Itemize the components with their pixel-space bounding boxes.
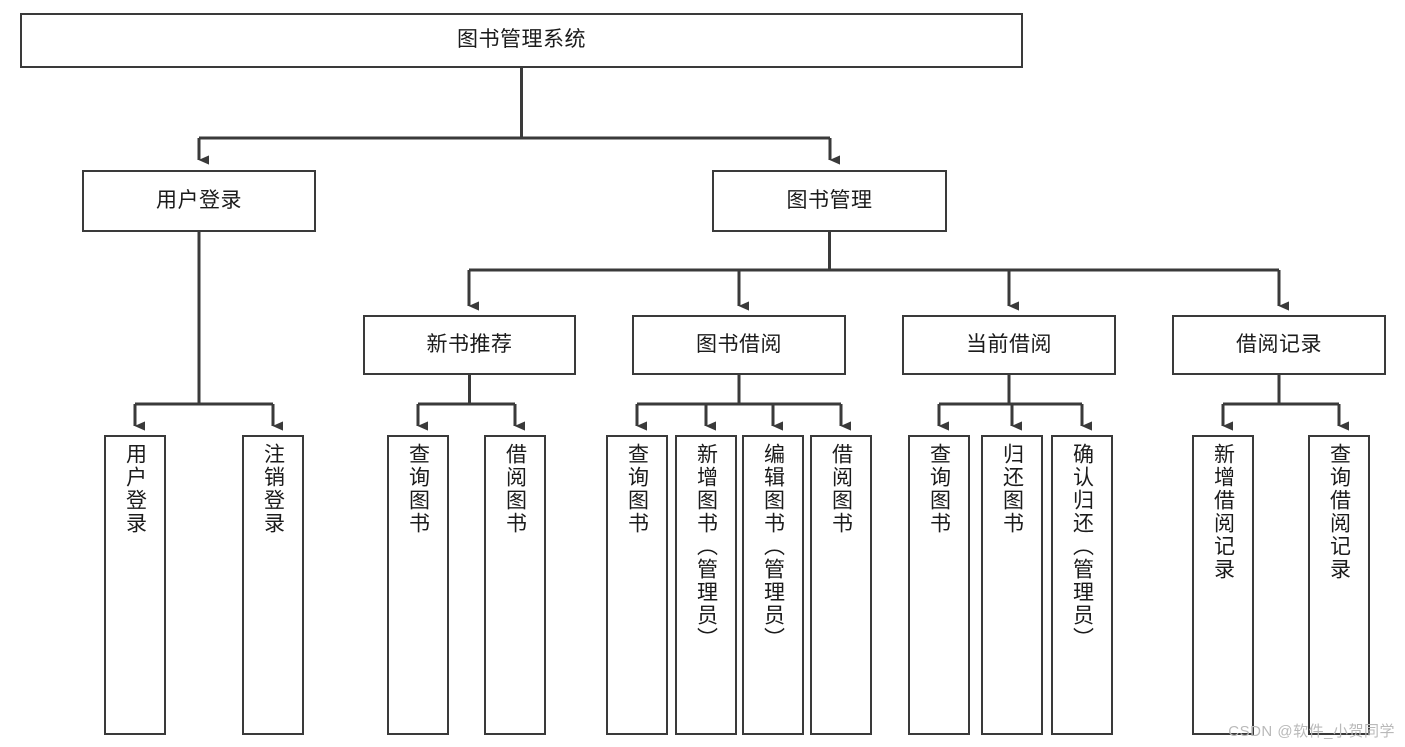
node-borrow-records[interactable]: 借阅记录 — [1172, 315, 1386, 375]
edge-group-user-login — [133, 232, 283, 431]
edge-group-current-borrow — [937, 375, 1092, 431]
node-leaf-query-book-borrow-label: 查询图书 — [625, 443, 649, 535]
node-leaf-borrow-book-label: 借阅图书 — [829, 443, 853, 535]
node-leaf-return-book-label: 归还图书 — [1000, 443, 1024, 535]
node-leaf-user-login[interactable]: 用户登录 — [104, 435, 166, 735]
node-root-system[interactable]: 图书管理系统 — [20, 13, 1023, 68]
node-book-borrow[interactable]: 图书借阅 — [632, 315, 846, 375]
node-leaf-add-book-admin[interactable]: 新增图书（管理员） — [675, 435, 737, 735]
node-leaf-query-book-borrow[interactable]: 查询图书 — [606, 435, 668, 735]
node-borrow-records-label: 借阅记录 — [1236, 332, 1322, 356]
node-leaf-user-login-label: 用户登录 — [123, 443, 147, 535]
node-root-label: 图书管理系统 — [457, 28, 586, 52]
node-leaf-user-logout[interactable]: 注销登录 — [242, 435, 304, 735]
edge-group-root — [197, 68, 840, 165]
edge-group-new-book-recommend — [416, 375, 525, 431]
node-leaf-add-book-admin-label: 新增图书（管理员） — [694, 443, 718, 650]
node-leaf-edit-book-admin-label: 编辑图书（管理员） — [761, 443, 785, 650]
node-leaf-query-borrow-record-label: 查询借阅记录 — [1327, 443, 1351, 581]
edge-group-borrow-records — [1221, 375, 1349, 431]
node-leaf-return-book[interactable]: 归还图书 — [981, 435, 1043, 735]
node-leaf-query-book-rec-label: 查询图书 — [406, 443, 430, 535]
node-new-book-recommend-label: 新书推荐 — [426, 332, 513, 356]
node-current-borrow-label: 当前借阅 — [966, 332, 1052, 356]
node-leaf-query-book-current[interactable]: 查询图书 — [908, 435, 970, 735]
node-leaf-add-borrow-record-label: 新增借阅记录 — [1211, 443, 1235, 581]
node-user-login[interactable]: 用户登录 — [82, 170, 316, 232]
node-book-management-label: 图书管理 — [786, 188, 873, 212]
node-leaf-confirm-return-admin[interactable]: 确认归还（管理员） — [1051, 435, 1113, 735]
node-leaf-query-borrow-record[interactable]: 查询借阅记录 — [1308, 435, 1370, 735]
node-leaf-edit-book-admin[interactable]: 编辑图书（管理员） — [742, 435, 804, 735]
node-book-borrow-label: 图书借阅 — [696, 332, 782, 356]
node-user-login-label: 用户登录 — [156, 188, 242, 212]
edge-group-book-borrow — [635, 375, 851, 431]
node-leaf-borrow-book-rec[interactable]: 借阅图书 — [484, 435, 546, 735]
node-current-borrow[interactable]: 当前借阅 — [902, 315, 1116, 375]
node-leaf-query-book-current-label: 查询图书 — [927, 443, 951, 535]
node-leaf-user-logout-label: 注销登录 — [261, 443, 285, 535]
node-leaf-borrow-book[interactable]: 借阅图书 — [810, 435, 872, 735]
node-leaf-add-borrow-record[interactable]: 新增借阅记录 — [1192, 435, 1254, 735]
node-new-book-recommend[interactable]: 新书推荐 — [363, 315, 576, 375]
node-leaf-borrow-book-rec-label: 借阅图书 — [503, 443, 527, 535]
node-leaf-confirm-return-admin-label: 确认归还（管理员） — [1070, 443, 1094, 650]
node-leaf-query-book-rec[interactable]: 查询图书 — [387, 435, 449, 735]
node-book-management[interactable]: 图书管理 — [712, 170, 947, 232]
edge-group-book-management — [467, 232, 1289, 311]
